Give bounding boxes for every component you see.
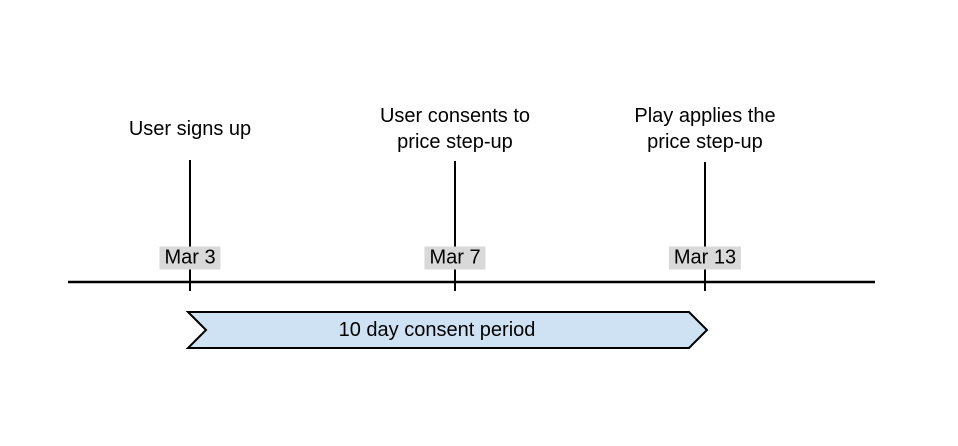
consent-period-banner-shape xyxy=(185,311,709,349)
consent-period-label: 10 day consent period xyxy=(338,319,536,341)
event-label-play-applies: Play applies the price step-up xyxy=(634,103,775,155)
event-label-line: User signs up xyxy=(128,118,252,140)
event-label-line: User consents to xyxy=(379,105,531,127)
date-badge-mar-7: Mar 7 xyxy=(424,246,486,270)
event-label-line: Play applies the xyxy=(634,105,776,127)
event-label-line: price step-up xyxy=(397,131,513,153)
event-label-line: price step-up xyxy=(647,131,763,153)
date-badge-mar-3: Mar 3 xyxy=(159,246,221,270)
event-label-user-consents: User consents to price step-up xyxy=(380,103,530,155)
date-badge-mar-13: Mar 13 xyxy=(668,246,742,270)
event-label-user-signs-up: User signs up xyxy=(129,116,251,142)
